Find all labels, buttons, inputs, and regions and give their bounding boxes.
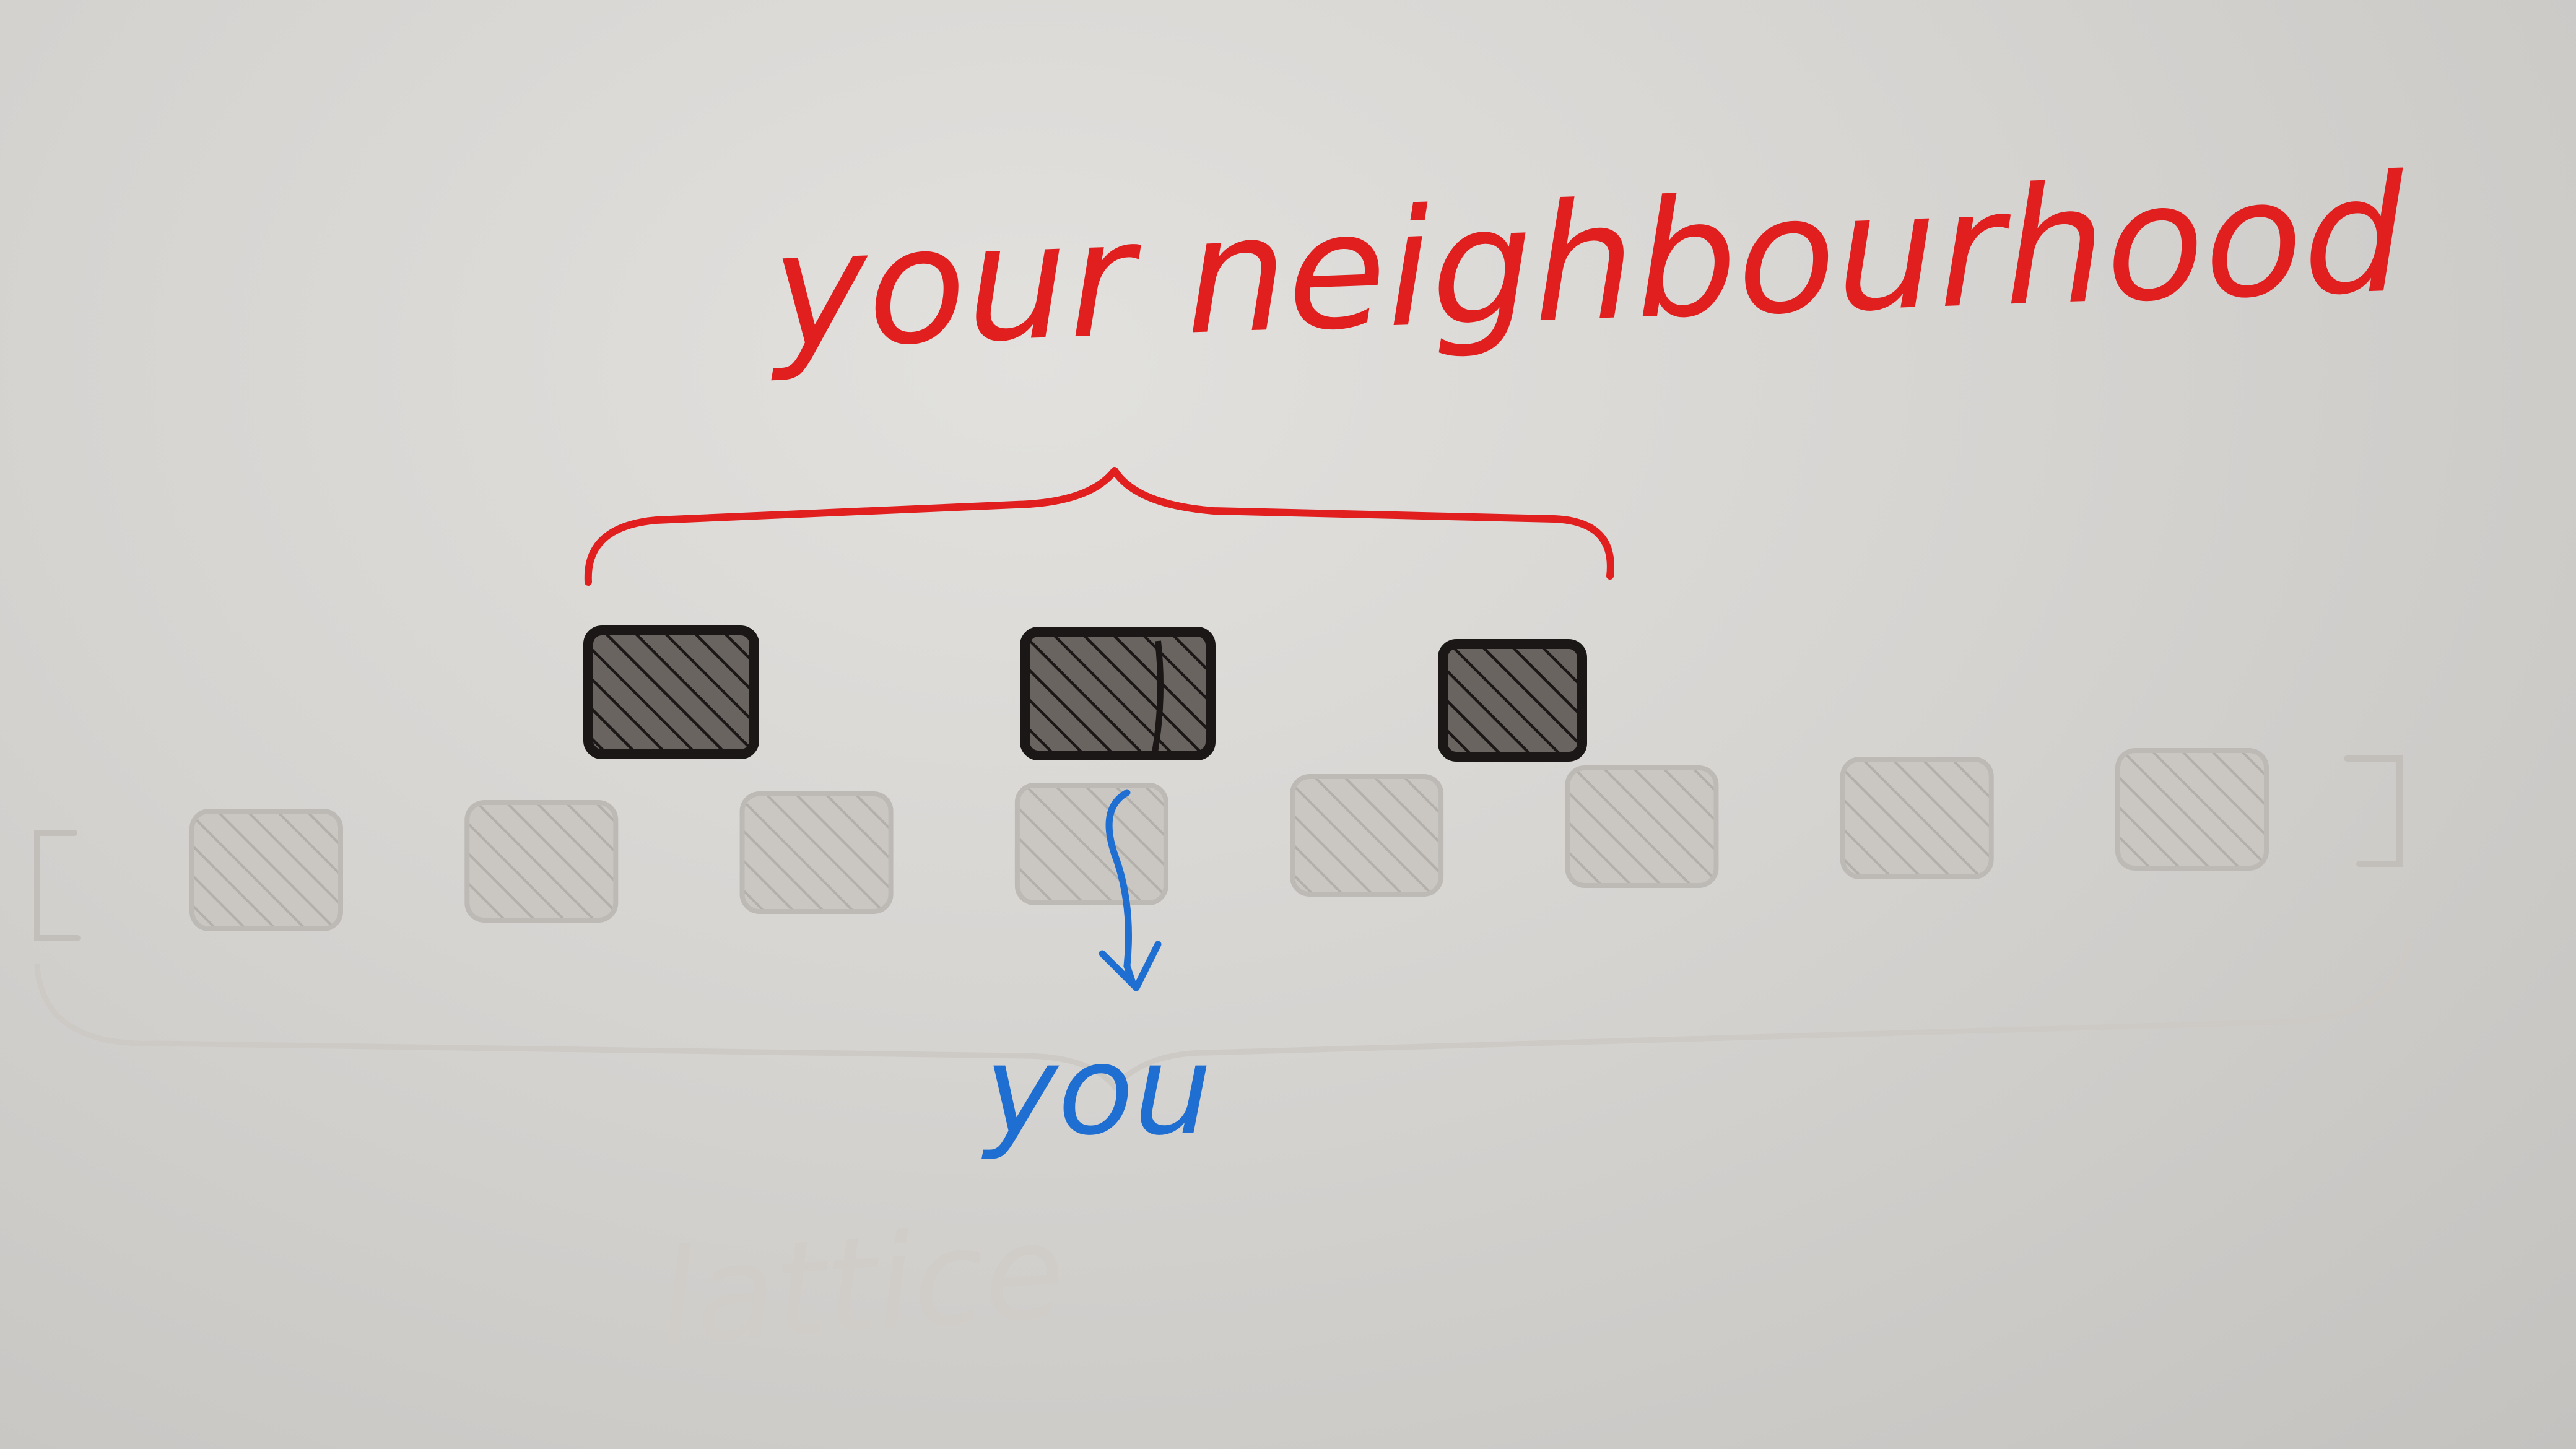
neighbourhood-brace [584, 467, 1614, 586]
faded-right-bracket [2344, 755, 2403, 867]
faded-label: lattice [654, 1195, 1069, 1375]
faded-cell [739, 791, 894, 914]
faded-cell [1565, 765, 1719, 888]
faded-cell [1840, 757, 1994, 879]
neighbourhood-annotation: your neighbourhood [584, 141, 2409, 586]
faded-lattice-row: lattice [34, 748, 2412, 1375]
faded-cell-you [1014, 783, 1168, 905]
you-annotation: you [981, 789, 1212, 1163]
you-arrow-icon [1105, 789, 1137, 988]
you-cell [1020, 627, 1216, 760]
neighbourhood-cells [583, 625, 1587, 762]
neighbour-cell-right [1438, 639, 1587, 762]
faded-left-bracket [34, 830, 80, 941]
neighbourhood-label: your neighbourhood [764, 141, 2409, 385]
faded-brace [34, 938, 2412, 1091]
you-arrowhead-icon [1099, 941, 1162, 991]
faded-cell [189, 809, 343, 931]
neighbour-cell-left [583, 625, 759, 759]
faded-cell [2115, 748, 2269, 871]
you-label: you [981, 1019, 1212, 1163]
faded-cell [464, 800, 619, 923]
faded-cell [1290, 774, 1444, 897]
